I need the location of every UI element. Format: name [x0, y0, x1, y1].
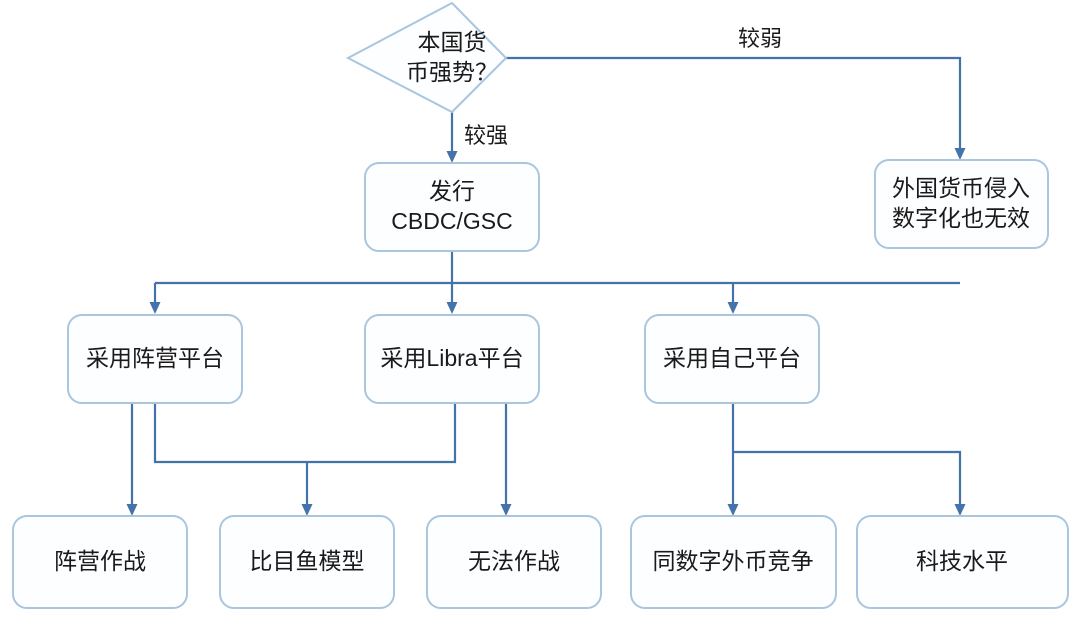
tech-level-label: 科技水平	[916, 548, 1008, 574]
foreign-invasion-label-line1: 外国货币侵入	[892, 175, 1030, 201]
arrowhead-libra-platform	[446, 302, 458, 314]
own-platform-label: 采用自己平台	[663, 345, 801, 371]
edge-line-flounder-merge	[153, 403, 457, 464]
node-cannot-battle[interactable]: 无法作战	[426, 515, 602, 609]
edge-camp-platform-to-camp-battle	[126, 403, 138, 516]
edge-own-platform-to-outcomes	[727, 403, 966, 516]
node-issue-cbdc[interactable]: 发行 CBDC/GSC	[364, 162, 540, 252]
arrowhead-strong	[446, 151, 458, 163]
libra-platform-label: 采用Libra平台	[380, 345, 523, 371]
decision-diamond-shape	[345, 1, 508, 114]
cannot-battle-label: 无法作战	[468, 548, 560, 574]
compete-foreign-digital-box-shape	[630, 515, 837, 609]
arrowhead-flounder-model	[301, 504, 313, 516]
edge-platforms-to-flounder-model	[153, 403, 457, 516]
arrowhead-tech-level	[954, 504, 966, 516]
node-own-platform[interactable]: 采用自己平台	[644, 314, 820, 404]
edge-issue-to-platforms	[149, 251, 960, 314]
node-tech-level[interactable]: 科技水平	[856, 515, 1069, 609]
node-compete-foreign-digital[interactable]: 同数字外币竞争	[630, 515, 837, 609]
decision-label-line1: 本国货	[418, 29, 487, 55]
node-decision[interactable]: 本国货 币强势？	[345, 1, 508, 114]
arrowhead-own-platform	[727, 302, 739, 314]
arrowhead-cannot-battle	[500, 504, 512, 516]
foreign-invasion-label-line2: 数字化也无效	[892, 205, 1030, 231]
node-libra-platform[interactable]: 采用Libra平台	[364, 314, 540, 404]
issue-label-line2: CBDC/GSC	[391, 208, 512, 234]
tech-level-box-shape	[856, 515, 1069, 609]
camp-battle-label: 阵营作战	[54, 548, 146, 574]
own-platform-box-shape	[644, 314, 820, 404]
issue-box-shape	[364, 162, 540, 252]
flounder-model-box-shape	[219, 515, 395, 609]
decision-label-line2: 币强势？	[406, 59, 498, 85]
node-camp-platform[interactable]: 采用阵营平台	[67, 314, 243, 404]
edge-decision-to-foreign-invasion	[506, 56, 966, 160]
edge-line-weak	[506, 56, 962, 150]
edge-label-strong: 较强	[464, 123, 508, 148]
libra-platform-box-shape	[364, 314, 540, 404]
arrowhead-compete-foreign	[727, 504, 739, 516]
camp-platform-label: 采用阵营平台	[86, 345, 224, 371]
cannot-battle-box-shape	[426, 515, 602, 609]
issue-label-line1: 发行	[429, 178, 475, 204]
foreign-invasion-box-shape	[874, 159, 1049, 249]
node-foreign-invasion[interactable]: 外国货币侵入 数字化也无效	[874, 159, 1049, 249]
edge-label-weak: 较弱	[738, 26, 782, 51]
arrowhead-camp-battle	[126, 504, 138, 516]
flounder-model-label: 比目鱼模型	[250, 548, 365, 574]
node-camp-battle[interactable]: 阵营作战	[12, 515, 188, 609]
arrowhead-camp-platform	[149, 302, 161, 314]
edge-decision-to-issue	[446, 112, 458, 163]
camp-battle-box-shape	[12, 515, 188, 609]
arrowhead-weak	[954, 148, 966, 160]
compete-foreign-digital-label: 同数字外币竞争	[653, 548, 814, 574]
edge-libra-platform-to-cannot-battle	[500, 403, 512, 516]
camp-platform-box-shape	[67, 314, 243, 404]
node-flounder-model[interactable]: 比目鱼模型	[219, 515, 395, 609]
edge-line-tech-level	[733, 450, 962, 505]
